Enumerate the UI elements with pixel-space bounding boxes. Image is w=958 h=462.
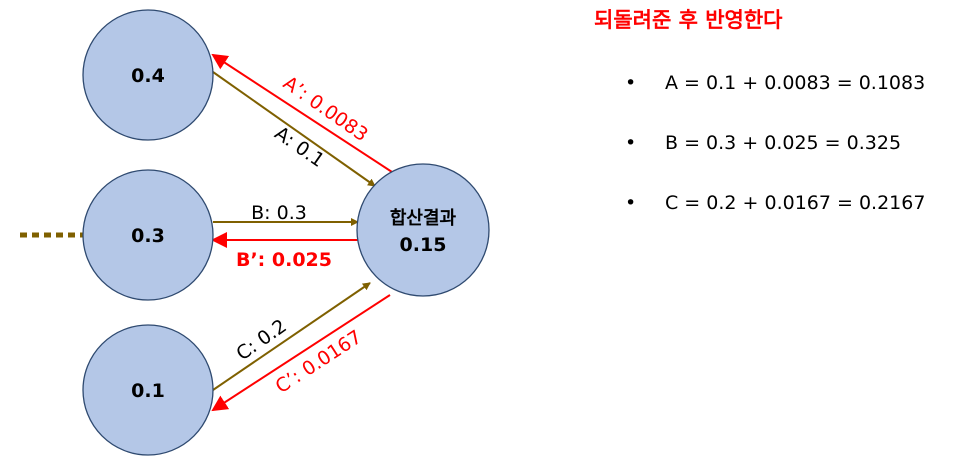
slide-title: 되돌려준 후 반영한다 <box>594 8 783 32</box>
bullet-icon: • <box>625 192 637 214</box>
edge-c-backward <box>211 294 391 412</box>
edge-c-forward <box>212 282 371 391</box>
edge-a-forward <box>212 71 376 187</box>
node-0-4 <box>82 9 214 141</box>
edge-a-backward <box>211 53 393 173</box>
bullet-icon: • <box>625 132 637 154</box>
bullet-item-b: • B = 0.3 + 0.025 = 0.325 <box>625 132 925 192</box>
node-0-3-label: 0.3 <box>131 225 165 247</box>
edge-b-backward-label: B’: 0.025 <box>236 249 332 271</box>
node-0-1-label: 0.1 <box>131 380 165 402</box>
bullet-text: B = 0.3 + 0.025 = 0.325 <box>665 132 902 154</box>
bullet-list: • A = 0.1 + 0.0083 = 0.1083 • B = 0.3 + 0.… <box>625 72 925 252</box>
bullet-text: A = 0.1 + 0.0083 = 0.1083 <box>665 72 926 94</box>
node-0-1 <box>82 324 214 456</box>
edge-b-forward-label: B: 0.3 <box>251 202 307 224</box>
node-0-4-label: 0.4 <box>131 65 165 87</box>
bullet-item-c: • C = 0.2 + 0.0167 = 0.2167 <box>625 192 925 252</box>
bullet-item-a: • A = 0.1 + 0.0083 = 0.1083 <box>625 72 925 132</box>
edge-a-forward-label: A: 0.1 <box>270 122 328 172</box>
sum-node-value: 0.15 <box>400 234 447 256</box>
bullet-text: C = 0.2 + 0.0167 = 0.2167 <box>665 192 926 214</box>
node-0-3 <box>82 169 214 301</box>
bullet-icon: • <box>625 72 637 94</box>
node-sum-result <box>356 163 490 297</box>
sum-node-title: 합산결과 <box>390 207 457 229</box>
